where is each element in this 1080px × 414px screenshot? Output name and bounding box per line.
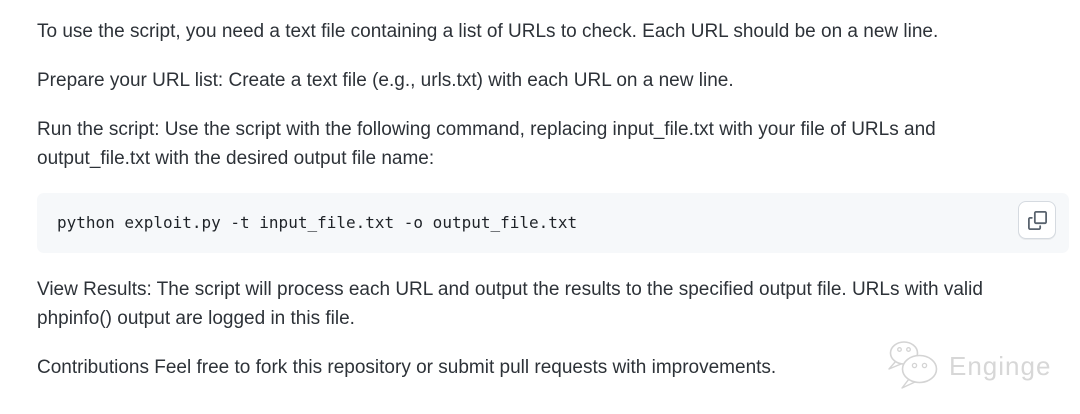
text-line: Run the script: Use the script with the … bbox=[37, 119, 936, 140]
text-line: View Results: The script will process ea… bbox=[37, 279, 983, 300]
text-line: phpinfo() output are logged in this file… bbox=[37, 308, 355, 329]
copy-icon bbox=[1027, 210, 1047, 230]
text-line: Prepare your URL list: Create a text fil… bbox=[37, 70, 734, 91]
readme-content: To use the script, you need a text file … bbox=[37, 17, 1069, 382]
paragraph-usage-intro: To use the script, you need a text file … bbox=[37, 17, 1069, 46]
code-text: python exploit.py -t input_file.txt -o o… bbox=[57, 213, 578, 232]
text-line: output_file.txt with the desired output … bbox=[37, 148, 435, 169]
paragraph-prepare-url-list: Prepare your URL list: Create a text fil… bbox=[37, 66, 1069, 95]
text-line: To use the script, you need a text file … bbox=[37, 21, 939, 42]
code-block: python exploit.py -t input_file.txt -o o… bbox=[37, 193, 1069, 253]
copy-button[interactable] bbox=[1018, 201, 1056, 239]
paragraph-contributions: Contributions Feel free to fork this rep… bbox=[37, 353, 1069, 382]
code-snippet: python exploit.py -t input_file.txt -o o… bbox=[37, 193, 1069, 253]
paragraph-run-the-script: Run the script: Use the script with the … bbox=[37, 115, 1069, 173]
text-line: Contributions Feel free to fork this rep… bbox=[37, 357, 777, 378]
paragraph-view-results: View Results: The script will process ea… bbox=[37, 275, 1069, 333]
